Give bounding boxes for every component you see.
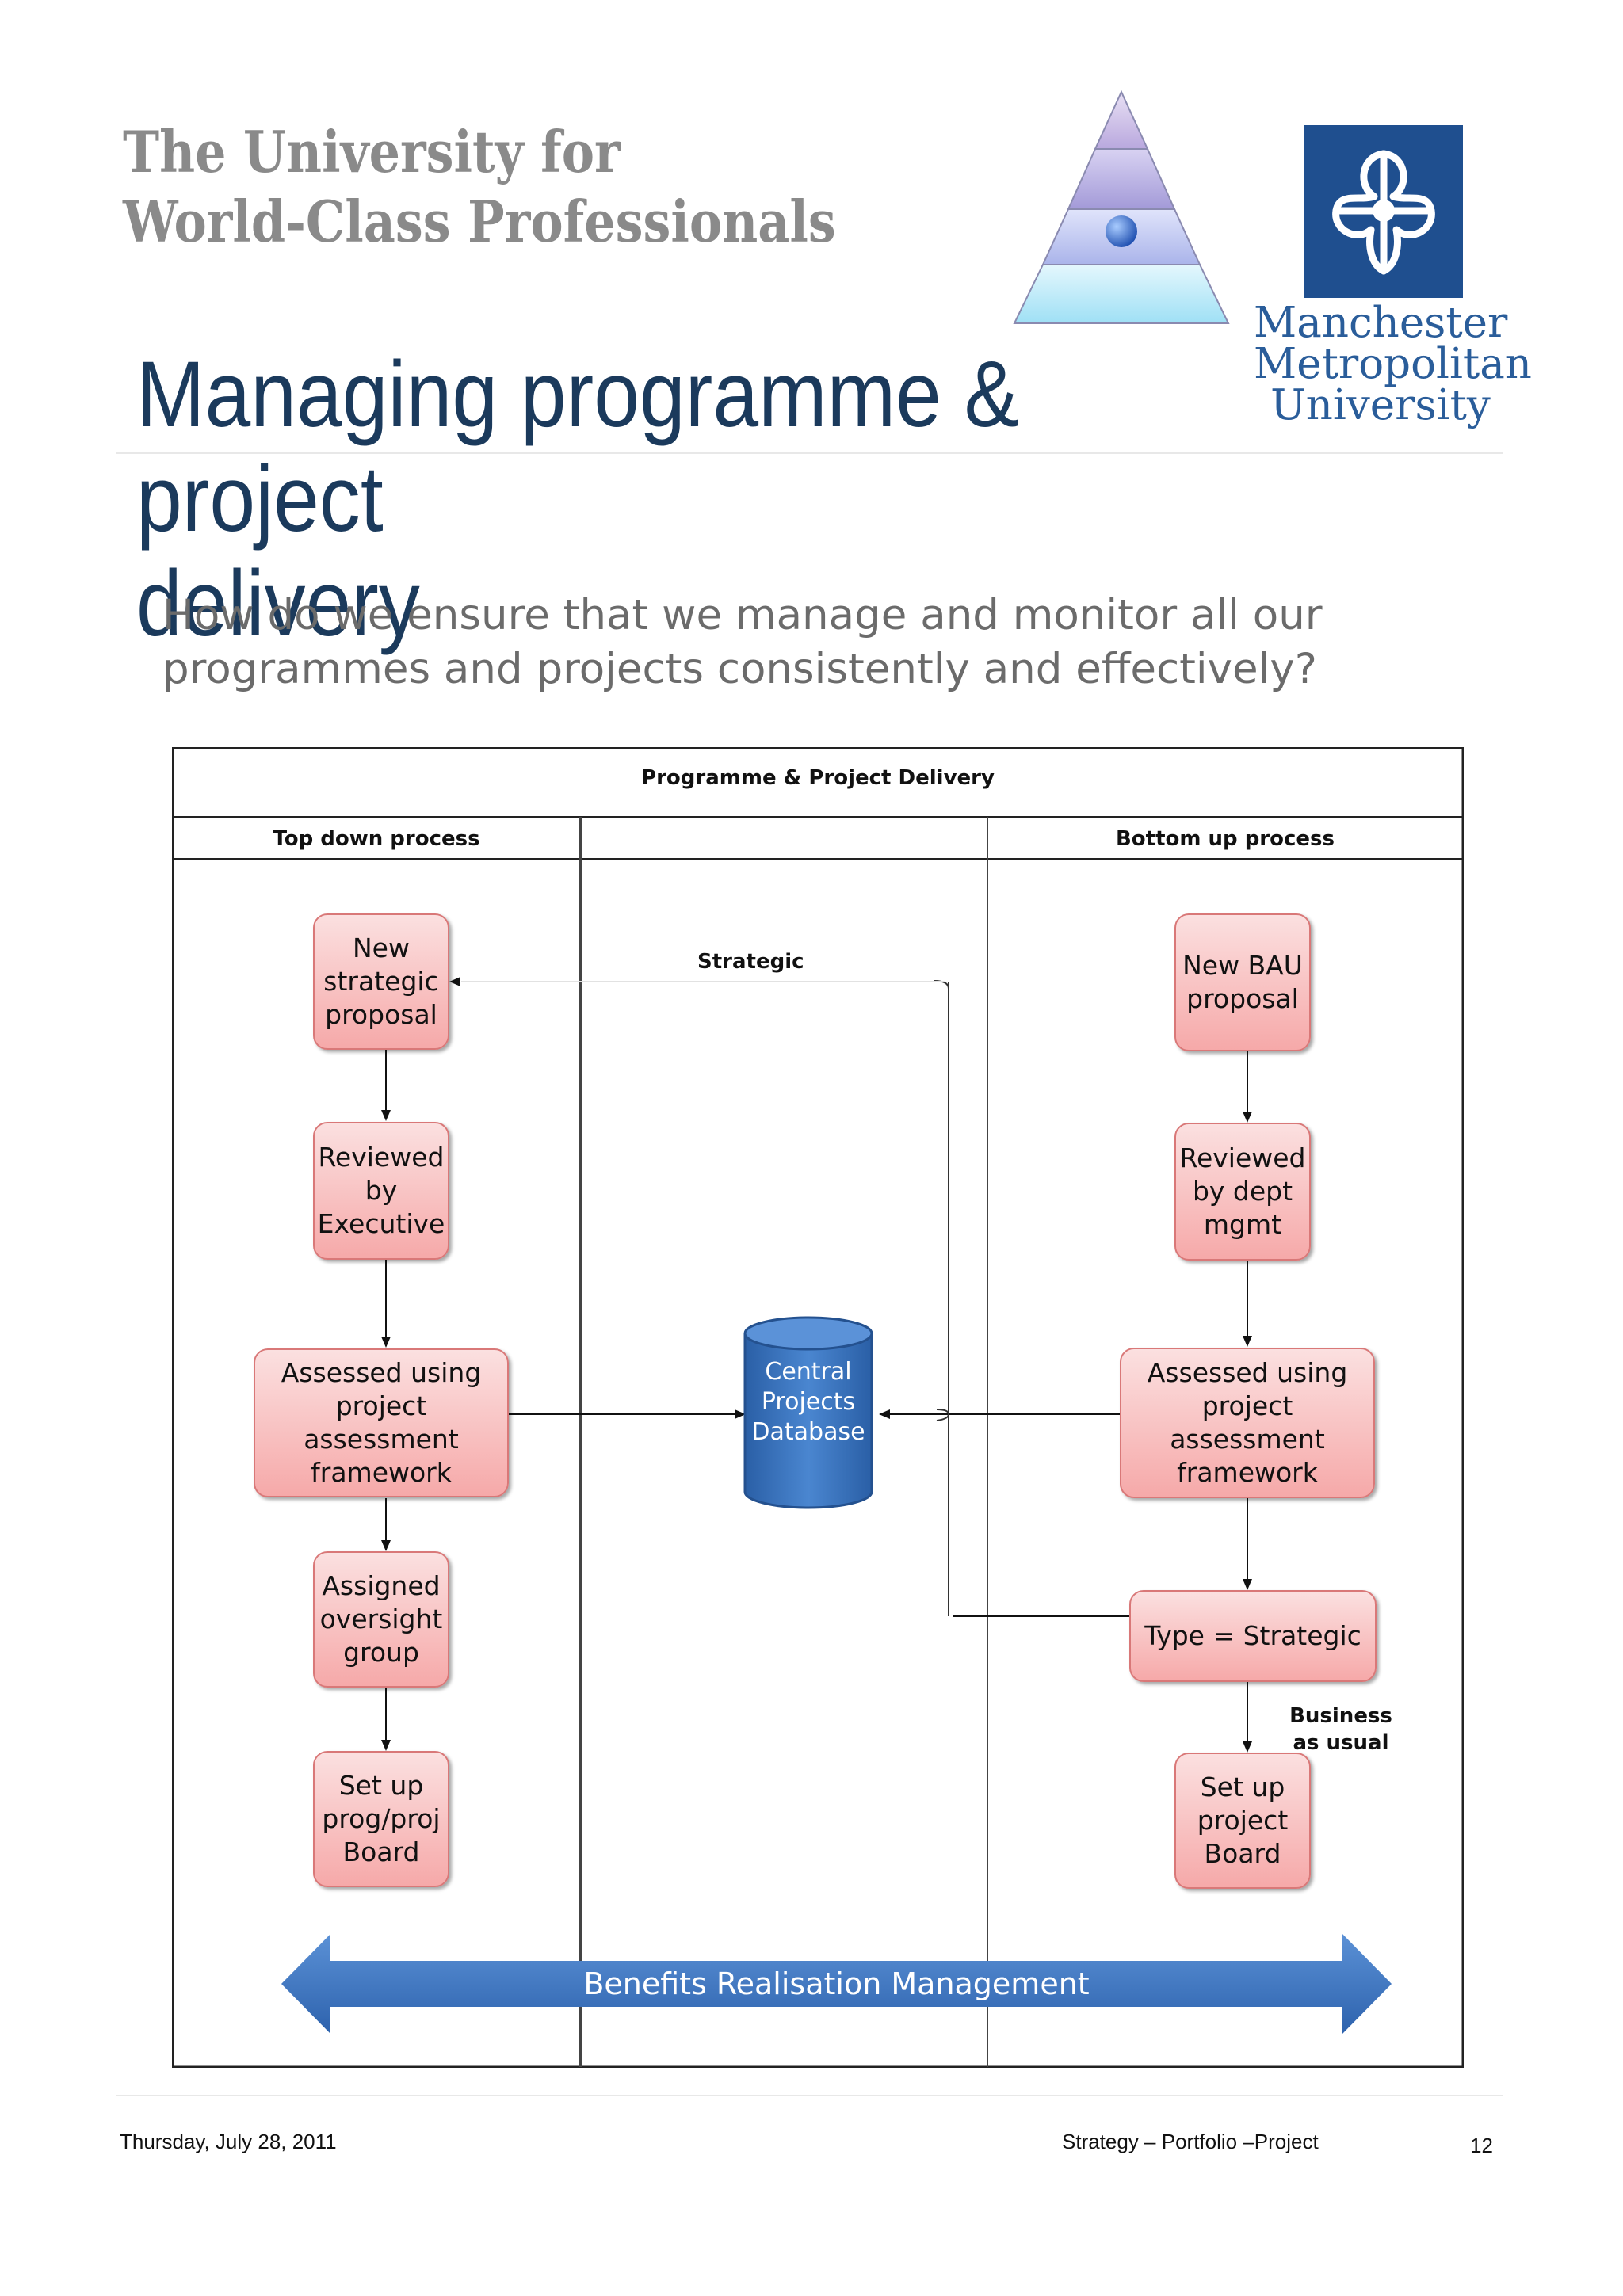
database-label-line-3: Database — [751, 1418, 865, 1446]
subtitle-line-1: How do we ensure that we manage and moni… — [162, 591, 1323, 639]
university-name-line-3: University — [1270, 381, 1491, 429]
tagline: The University for World-Class Professio… — [123, 117, 836, 257]
box-line: Set up — [338, 1770, 424, 1801]
footer-divider — [116, 2095, 1503, 2096]
benefits-realisation-label: Benefits Realisation Management — [583, 1966, 1090, 2001]
box-line: Assessed using — [281, 1357, 482, 1388]
subtitle-question: How do we ensure that we manage and moni… — [162, 589, 1470, 696]
box-line: project assessment — [1170, 1390, 1325, 1455]
lane-header-top-down: Top down process — [273, 827, 480, 851]
footer-date: Thursday, July 28, 2011 — [120, 2130, 337, 2153]
box-line: Reviewed — [1179, 1142, 1306, 1173]
box-line: by — [365, 1175, 398, 1206]
pyramid-graphic — [1013, 90, 1230, 324]
page-title: Managing programme & project delivery — [136, 342, 1140, 656]
box-line: Executive — [317, 1208, 445, 1239]
box-line: Reviewed — [318, 1142, 445, 1173]
tagline-line-1: The University for — [123, 118, 621, 185]
box-line: group — [343, 1637, 419, 1668]
diagram-heading: Programme & Project Delivery — [641, 766, 995, 790]
box-line: strategic — [323, 966, 439, 997]
box-line: framework — [1177, 1457, 1318, 1488]
database-icon — [743, 1316, 873, 1509]
university-name-line-1: Manchester — [1254, 299, 1508, 347]
footer-section: Strategy – Portfolio –Project — [1062, 2130, 1319, 2153]
box-line: framework — [311, 1457, 452, 1488]
box-line: Assessed using — [1147, 1357, 1348, 1388]
box-line: Set up — [1200, 1772, 1285, 1802]
bau-label-line-1: Business — [1289, 1704, 1392, 1728]
strategic-label: Strategic — [697, 950, 804, 974]
box-line: proposal — [325, 999, 437, 1030]
box-line: Assigned — [322, 1570, 441, 1601]
page-title-line-1: Managing programme & project — [136, 342, 1019, 551]
page-number: 12 — [1470, 2134, 1493, 2157]
box-line: oversight — [319, 1604, 443, 1634]
box-line: proposal — [1186, 983, 1299, 1014]
tagline-line-2: World-Class Professionals — [123, 188, 836, 255]
university-name-line-2: Metropolitan — [1254, 340, 1532, 388]
university-name: Manchester Metropolitan University — [1254, 299, 1532, 429]
university-crest-icon — [1332, 150, 1435, 275]
box-line: Board — [1204, 1838, 1281, 1869]
database-label: Central Projects Database — [743, 1357, 874, 1447]
delivery-diagram: Programme & Project Delivery Top down pr… — [172, 747, 1464, 2068]
lane-header-bottom-up: Bottom up process — [1115, 827, 1335, 851]
title-divider — [116, 452, 1503, 454]
box-line: New — [353, 933, 410, 963]
bau-label-line-2: as usual — [1293, 1731, 1389, 1755]
box-line: by dept — [1192, 1176, 1293, 1207]
box-line: project assessment — [304, 1390, 459, 1455]
subtitle-line-2: programmes and projects consistently and… — [162, 645, 1317, 693]
box-line: Type = Strategic — [1144, 1620, 1361, 1651]
page-title-line-2: delivery — [136, 551, 420, 656]
box-line: mgmt — [1203, 1209, 1282, 1240]
box-line: New BAU — [1182, 950, 1303, 981]
database-label-line-1: Central — [765, 1358, 852, 1386]
box-line: project — [1197, 1805, 1289, 1836]
benefits-arrow-shape — [281, 1934, 1392, 2034]
box-line: prog/proj — [322, 1803, 441, 1834]
database-label-line-2: Projects — [761, 1388, 856, 1416]
bau-label: Business as usual — [1289, 1703, 1392, 1756]
box-line: Board — [342, 1836, 420, 1867]
box-type-strategic: Type = Strategic — [1129, 1590, 1377, 1682]
university-logo — [1304, 125, 1463, 298]
